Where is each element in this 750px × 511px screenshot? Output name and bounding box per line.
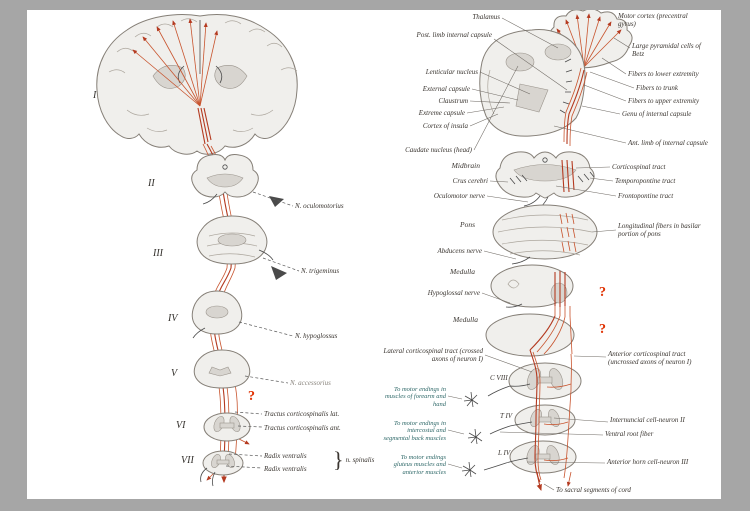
- spinal-section-l4: [461, 440, 577, 478]
- lower-medulla-decussation-section: [485, 306, 575, 357]
- label-frontopontine-tract: Frontopontine tract: [618, 192, 674, 200]
- question-mark-right-2: ?: [599, 322, 606, 337]
- label-abducens-nerve: Abducens nerve: [437, 247, 482, 255]
- label-ventral-root-fiber: Ventral root fiber: [605, 430, 654, 438]
- label-segment-l4: L IV: [498, 449, 511, 457]
- label-medulla-upper: Medulla: [450, 267, 475, 276]
- right-diagram: Thalamus Post. limb internal capsule Len…: [382, 10, 721, 497]
- right-figure-art: [447, 10, 635, 492]
- label-tractus-corticospinalis-lat: Tractus corticospinalis lat.: [264, 410, 340, 418]
- left-diagram: I II III IV V VI VII N. oculomotorius N.…: [57, 10, 387, 497]
- label-motor-cortex: Motor cortex (precentral gyrus): [618, 12, 688, 29]
- label-external-capsule: External capsule: [422, 85, 470, 93]
- label-n-spinalis-group: } n. spinalis: [333, 447, 375, 472]
- label-betz-cells: Large pyramidal cells of Betz: [632, 42, 701, 59]
- left-figure-art: [96, 14, 300, 487]
- midbrain-section-left: [191, 154, 259, 205]
- label-n-accessorius: N. accessorius: [290, 379, 331, 387]
- spinal-section-t4: [467, 404, 576, 445]
- black-pointer-arrows-left: [269, 196, 287, 280]
- label-lenticular-nucleus: Lenticular nucleus: [425, 68, 478, 76]
- label-fibers-trunk: Fibers to trunk: [636, 84, 678, 92]
- label-n-trigeminus: N. trigeminus: [301, 267, 340, 275]
- horizontal-brain-section: [479, 29, 586, 137]
- pons-section: [492, 204, 598, 265]
- label-anterior-corticospinal-tract: Anterior corticospinal tract (uncrossed …: [608, 350, 692, 367]
- descending-tract-right: [529, 349, 572, 492]
- label-motor-endings-forearm-hand: To motor endings in muscles of forearm a…: [385, 386, 446, 408]
- label-claustrum: Claustrum: [438, 97, 468, 105]
- figure-canvas: I II III IV V VI VII N. oculomotorius N.…: [27, 10, 721, 499]
- level-roman-4: IV: [168, 313, 178, 324]
- label-fibers-lower-extremity: Fibers to lower extremity: [628, 70, 699, 78]
- label-ant-limb-internal-capsule: Ant. limb of internal capsule: [628, 139, 708, 147]
- label-cortex-of-insula: Cortex of insula: [422, 122, 468, 130]
- label-internuncial-cell: Internuncial cell-neuron II: [610, 416, 685, 424]
- label-pons: Pons: [460, 220, 475, 229]
- pons-section-left: [196, 215, 274, 265]
- leader-lines-left: [225, 191, 300, 469]
- label-segment-c8: C VIII: [490, 374, 508, 382]
- level-roman-6: VI: [176, 420, 186, 431]
- label-thalamus: Thalamus: [472, 13, 500, 21]
- curly-brace: }: [333, 447, 344, 472]
- label-sacral-segments: To sacral segments of cord: [556, 486, 631, 494]
- upper-medulla-section: [490, 264, 574, 308]
- label-caudate-nucleus: Caudate nucleus (head): [405, 146, 472, 154]
- level-roman-2: II: [148, 178, 155, 189]
- level-roman-7: VII: [181, 455, 194, 466]
- question-mark-right-1: ?: [599, 285, 606, 300]
- label-segment-t4: T IV: [500, 412, 513, 420]
- motor-ending-starburst-l4: [461, 461, 477, 478]
- label-midbrain: Midbrain: [451, 161, 480, 170]
- label-corticospinal-tract: Corticospinal tract: [612, 163, 666, 171]
- level-roman-5: V: [171, 368, 178, 379]
- label-lateral-corticospinal-tract: Lateral corticospinal tract (crossed axo…: [383, 347, 483, 364]
- label-n-oculomotorius: N. oculomotorius: [295, 202, 344, 210]
- label-radix-ventralis-2: Radix ventralis: [264, 465, 307, 473]
- label-temporopontine-tract: Temporopontine tract: [615, 177, 676, 185]
- label-anterior-horn-cell: Anterior horn cell-neuron III: [607, 458, 689, 466]
- label-fibers-upper-extremity: Fibers to upper extremity: [628, 97, 700, 105]
- internal-capsule-tract: [563, 67, 588, 147]
- motor-ending-starburst-c8: [463, 391, 479, 408]
- cervical-cord-section-left: [203, 412, 251, 442]
- label-hypoglossal-nerve: Hypoglossal nerve: [427, 289, 480, 297]
- leader-lines-right-right-side: [499, 37, 635, 491]
- corticospinal-fan-left: [132, 18, 219, 145]
- label-genu-internal-capsule: Genu of internal capsule: [622, 110, 692, 118]
- label-motor-endings-gluteal: To motor endings gluteus muscles and ant…: [393, 454, 446, 476]
- lower-medulla-section-left: [193, 349, 251, 389]
- level-roman-1: I: [93, 90, 97, 101]
- spinal-section-c8: [463, 362, 582, 408]
- label-longitudinal-fibers-pons: Longitudinal fibers in basilar portion o…: [618, 222, 701, 239]
- label-extreme-capsule: Extreme capsule: [418, 109, 465, 117]
- coronal-brain-section: [96, 14, 298, 155]
- leader-lines-right-left-side: [447, 17, 568, 469]
- question-mark-left: ?: [248, 389, 255, 404]
- motor-ending-starburst-t4: [467, 428, 483, 445]
- label-n-hypoglossus: N. hypoglossus: [295, 332, 338, 340]
- label-tractus-corticospinalis-ant: Tractus corticospinalis ant.: [264, 424, 341, 432]
- label-medulla-lower: Medulla: [453, 315, 478, 324]
- label-post-limb-internal-capsule: Post. limb internal capsule: [416, 31, 492, 39]
- level-roman-3: III: [153, 248, 163, 259]
- midbrain-section: [495, 151, 595, 210]
- lumbar-cord-section-left: [200, 450, 244, 487]
- label-motor-endings-back: To motor endings in intercostal and segm…: [383, 420, 446, 442]
- label-crus-cerebri: Crus cerebri: [452, 177, 488, 185]
- medulla-section-left: [191, 290, 243, 339]
- label-radix-ventralis-1: Radix ventralis: [264, 452, 307, 460]
- label-n-spinalis: n. spinalis: [345, 455, 375, 464]
- label-oculomotor-nerve: Oculomotor nerve: [433, 192, 485, 200]
